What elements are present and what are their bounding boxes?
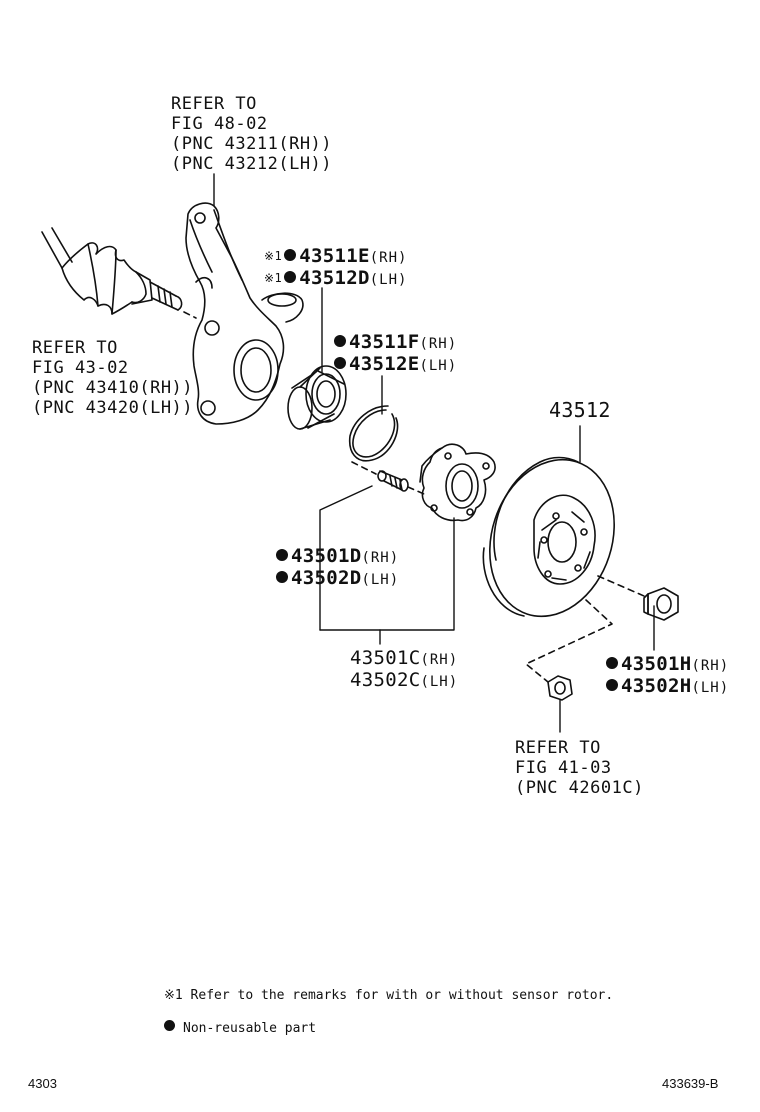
non-reusable-legend: Non-reusable part [164, 1020, 316, 1037]
disc-rotor-part-label: 43512 [549, 398, 611, 422]
knuckle-reference-label: REFER TO FIG 48-02 (PNC 43211(RH)) (PNC … [171, 94, 333, 174]
snap-ring-illustration [348, 405, 399, 462]
non-reusable-dot-icon [276, 571, 288, 583]
axle-hub-illustration [419, 443, 496, 522]
snap-ring-rh-line: 43511F(RH) [334, 332, 457, 354]
figure-number: 4303 [28, 1076, 57, 1091]
non-reusable-dot-icon [334, 335, 346, 347]
non-reusable-dot-icon [606, 679, 618, 691]
wheel-nut-reference-label: REFER TO FIG 41-03 (PNC 42601C) [515, 738, 644, 798]
drive-shaft-reference-label: REFER TO FIG 43-02 (PNC 43410(RH)) (PNC … [32, 338, 194, 418]
wheel-bearing-illustration [287, 365, 347, 430]
hub-bolt-lh-line: 43502D(LH) [276, 568, 399, 590]
hub-bolt-part-label: 43501D(RH) 43502D(LH) [276, 546, 399, 590]
disc-rotor-illustration [482, 456, 615, 618]
axle-nut-illustration [597, 575, 679, 621]
hub-assembly-part-label: 43501C(RH) 43502C(LH) [350, 648, 458, 692]
non-reusable-dot-icon [284, 271, 297, 283]
drive-shaft-illustration [41, 227, 197, 319]
hub-assembly-lh-line: 43502C(LH) [350, 669, 459, 691]
hub-bolt-rh-line: 43501D(RH) [276, 546, 399, 568]
axle-nut-rh-line: 43501H(RH) [606, 654, 729, 676]
axle-nut-part-label: 43501H(RH) 43502H(LH) [606, 654, 729, 698]
non-reusable-dot-icon [284, 249, 297, 261]
snap-ring-lh-line: 43512E(LH) [334, 354, 457, 376]
wheel-nut-illustration [525, 599, 613, 701]
snap-ring-part-label: 43511F(RH) 43512E(LH) [334, 332, 457, 376]
non-reusable-dot-icon [276, 549, 288, 561]
steering-knuckle-illustration [185, 202, 304, 425]
non-reusable-dot-icon [334, 357, 346, 369]
illustration-code: 433639-B [662, 1076, 719, 1091]
axle-nut-lh-line: 43502H(LH) [606, 676, 729, 698]
hub-bolt-illustration [351, 461, 425, 495]
hub-assembly-rh-line: 43501C(RH) [350, 647, 459, 669]
non-reusable-dot-icon [164, 1020, 175, 1031]
sensor-rotor-remark: ※1 Refer to the remarks for with or with… [164, 988, 614, 1003]
leader-lines [213, 173, 655, 733]
non-reusable-dot-icon [606, 657, 618, 669]
